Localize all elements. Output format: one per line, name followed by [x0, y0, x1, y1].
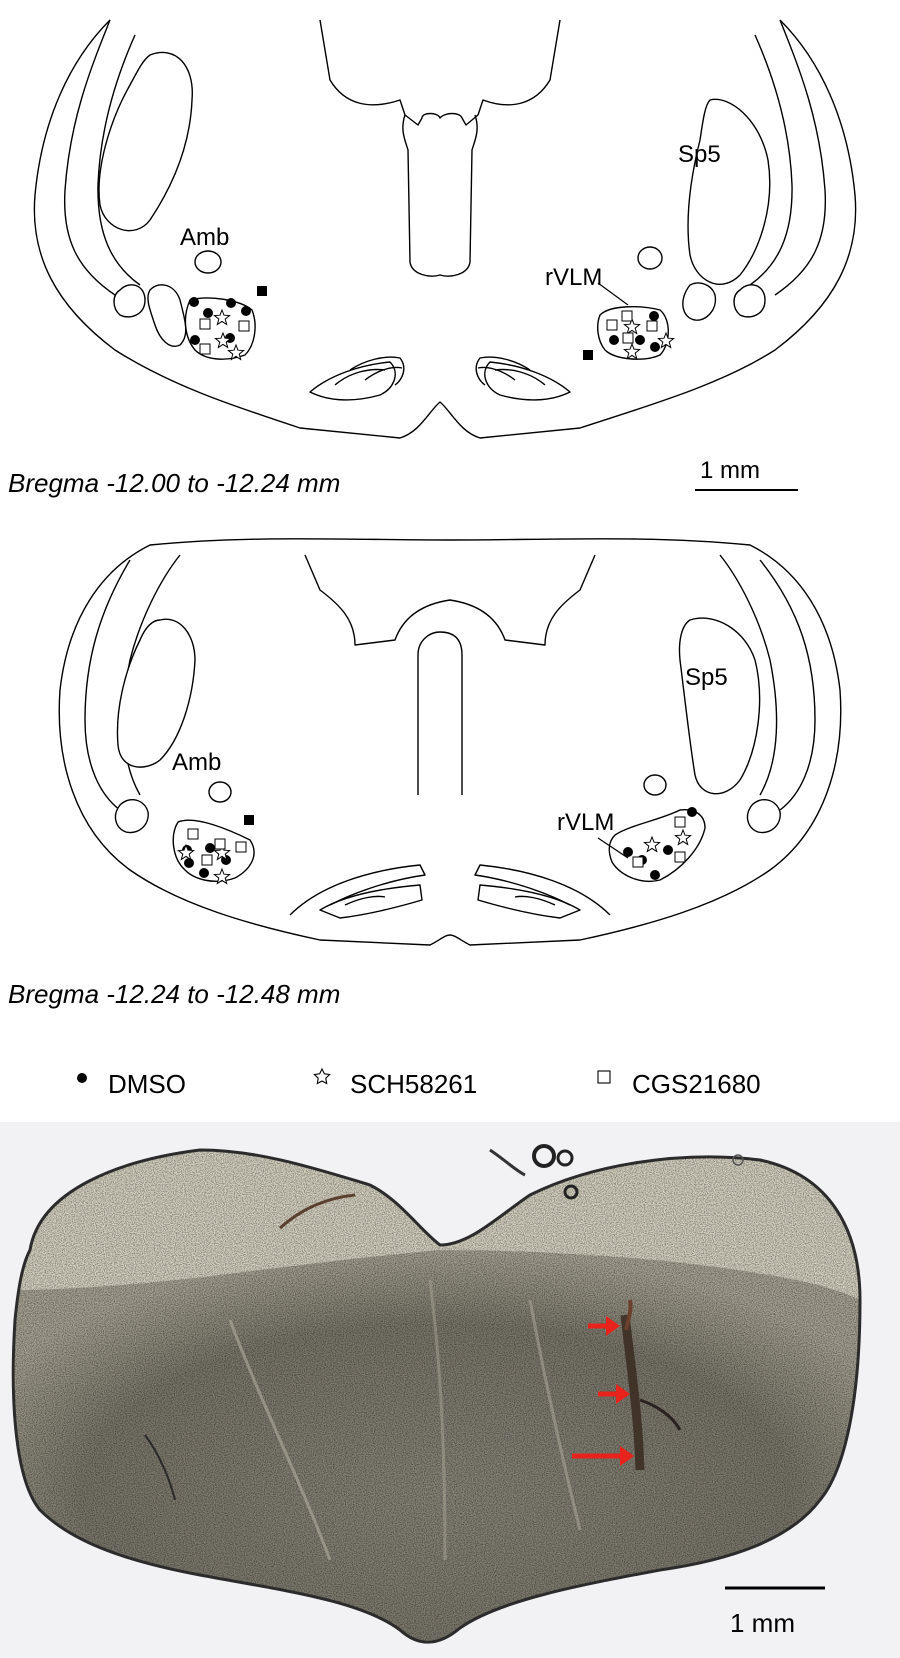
- label-rvlm-top: rVLM: [545, 264, 602, 291]
- legend: DMSO SCH58261 CGS21680: [77, 1067, 761, 1099]
- marker-dmso: [190, 335, 200, 345]
- marker-cgs21680: [632, 856, 644, 868]
- marker-dmso: [241, 306, 251, 316]
- marker-sch58261: [213, 308, 231, 326]
- marker-dmso: [650, 342, 660, 352]
- bregma-label-middle: Bregma -12.24 to -12.48 mm: [8, 979, 340, 1009]
- marker-cgs21680: [606, 319, 618, 331]
- marker-cgs21680: [199, 343, 211, 355]
- marker-dmso: [189, 297, 199, 307]
- marker-filled-square: [244, 815, 254, 825]
- marker-cgs21680: [199, 318, 211, 330]
- marker-sch58261: [213, 843, 231, 861]
- histology-photo: [0, 1122, 900, 1658]
- section-top: [33, 19, 857, 439]
- marker-cgs21680: [646, 320, 658, 332]
- legend-dmso-symbol: [77, 1073, 87, 1083]
- marker-cgs21680: [214, 838, 226, 850]
- red-arrow-3: [572, 1446, 634, 1466]
- marker-dmso: [205, 843, 215, 853]
- marker-dmso: [199, 868, 209, 878]
- marker-sch58261: [623, 342, 641, 360]
- legend-dmso-label: DMSO: [108, 1069, 186, 1099]
- legend-cgs21680-symbol: [597, 1070, 611, 1084]
- marker-filled-square: [257, 286, 267, 296]
- marker-cgs21680: [621, 310, 633, 322]
- marker-sch58261: [674, 828, 692, 846]
- marker-sch58261: [177, 843, 195, 861]
- section-middle: [58, 538, 842, 946]
- legend-cgs21680-label: CGS21680: [632, 1069, 761, 1099]
- marker-dmso: [226, 298, 236, 308]
- marker-dmso: [687, 807, 697, 817]
- marker-dmso: [649, 311, 659, 321]
- label-rvlm-middle: rVLM: [557, 809, 614, 836]
- marker-cgs21680: [201, 854, 213, 866]
- label-sp5-top: Sp5: [678, 141, 721, 168]
- marker-cgs21680: [235, 841, 247, 853]
- injection-markers: [177, 286, 697, 885]
- label-amb-top: Amb: [180, 224, 229, 251]
- red-arrows: [572, 1316, 634, 1466]
- legend-sch58261-symbol: [313, 1067, 331, 1085]
- marker-sch58261: [643, 835, 661, 853]
- marker-cgs21680: [622, 332, 634, 344]
- marker-sch58261: [214, 331, 232, 349]
- marker-dmso: [635, 335, 645, 345]
- red-arrow-1: [588, 1316, 620, 1336]
- bregma-label-top: Bregma -12.00 to -12.24 mm: [8, 468, 340, 498]
- marker-dmso: [663, 845, 673, 855]
- marker-cgs21680: [674, 816, 686, 828]
- marker-dmso: [650, 870, 660, 880]
- marker-sch58261: [623, 317, 641, 335]
- label-amb-middle: Amb: [172, 749, 221, 776]
- marker-dmso: [623, 847, 633, 857]
- marker-cgs21680: [238, 320, 250, 332]
- marker-cgs21680: [187, 828, 199, 840]
- marker-sch58261: [227, 343, 245, 361]
- red-arrow-2: [598, 1384, 630, 1404]
- scale-label-photo: 1 mm: [730, 1608, 795, 1638]
- marker-dmso: [609, 335, 619, 345]
- marker-filled-square: [583, 350, 593, 360]
- marker-dmso: [203, 308, 213, 318]
- marker-sch58261: [657, 331, 675, 349]
- marker-cgs21680: [674, 851, 686, 863]
- legend-sch58261-label: SCH58261: [350, 1069, 477, 1099]
- label-sp5-middle: Sp5: [685, 664, 728, 691]
- marker-sch58261: [213, 867, 231, 885]
- scale-label-top: 1 mm: [700, 457, 760, 484]
- marker-dmso: [184, 858, 194, 868]
